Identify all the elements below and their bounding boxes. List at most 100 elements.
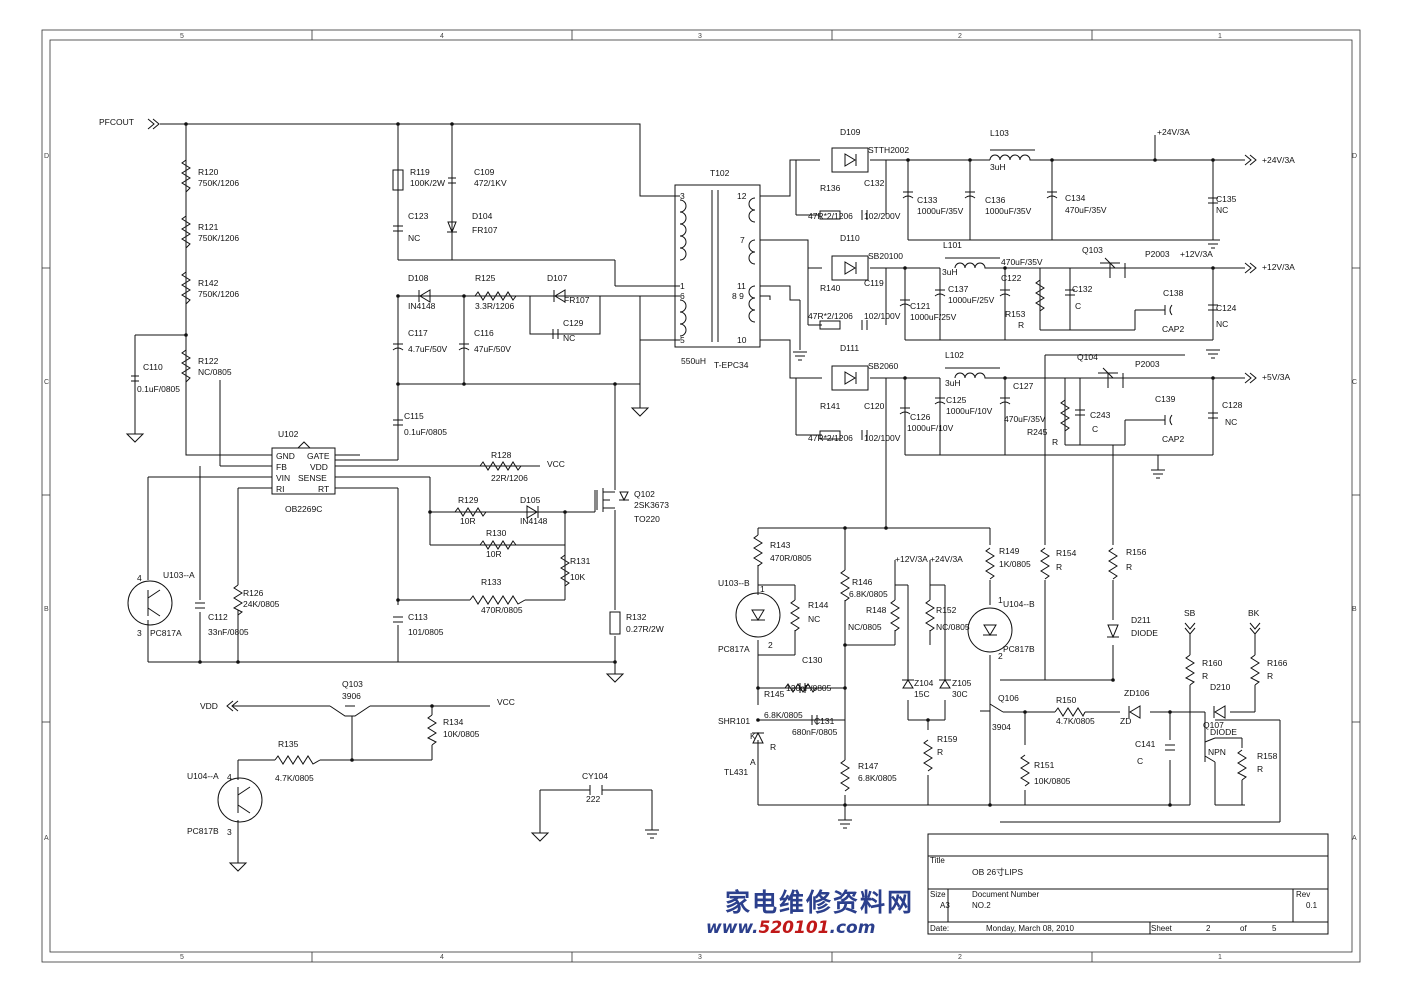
rail-label: +12V/3A — [895, 554, 928, 564]
ref-label: R130 — [486, 528, 507, 538]
ref-label: R119 — [410, 167, 430, 177]
value-label: NC — [563, 333, 575, 343]
ref-label: R142 — [198, 278, 219, 288]
ref-label: R158 — [1257, 751, 1278, 761]
value-label: STTH2002 — [868, 145, 909, 155]
value-label: 470uF/35V — [1004, 414, 1046, 424]
value-label: R — [1126, 562, 1132, 572]
ref-label: C120 — [864, 401, 885, 411]
ref-label: U103--A — [163, 570, 195, 580]
ref-label: R141 — [820, 401, 841, 411]
ref-label: Z105 — [952, 678, 972, 688]
pin-number: 3 — [680, 191, 685, 201]
value-label: 10R — [460, 516, 476, 526]
ref-label: Q102 — [634, 489, 655, 499]
pin-label: RI — [276, 484, 285, 494]
ref-label: C138 — [1163, 288, 1184, 298]
col-label: 3 — [698, 33, 702, 40]
pin-label: R — [770, 742, 776, 752]
col-label: 5 — [180, 33, 184, 40]
watermark-logo: 家电维修资料网 www.520101.com — [706, 888, 914, 938]
pin-number: 5 — [680, 335, 685, 345]
pin-number: 4 — [227, 772, 232, 782]
ref-label: SHR101 — [718, 716, 750, 726]
value-label: 550uH — [681, 356, 706, 366]
port-vcc: VCC — [547, 459, 565, 469]
ref-label: C132 — [864, 178, 885, 188]
value-label: 472/1KV — [474, 178, 507, 188]
ref-label: D105 — [520, 495, 541, 505]
junctions — [184, 122, 1215, 807]
value-label: 47R*2/1206 — [808, 311, 853, 321]
value-label: 470uF/35V — [1001, 257, 1043, 267]
sheet-label: Sheet — [1151, 924, 1173, 933]
value-label: NPN — [1208, 747, 1226, 757]
docnum-label: Document Number — [972, 890, 1039, 899]
ref-label: R150 — [1056, 695, 1077, 705]
value-label: 4.7K/0805 — [1056, 716, 1095, 726]
port-out12: +12V/3A — [1262, 262, 1295, 272]
ref-label: CY104 — [582, 771, 608, 781]
value-label: 470R/0805 — [481, 605, 523, 615]
ref-label: R122 — [198, 356, 219, 366]
ref-label: R166 — [1267, 658, 1288, 668]
ref-label: C117 — [408, 328, 428, 338]
pin-number: 2 — [998, 651, 1003, 661]
value-label: SB20100 — [868, 251, 903, 261]
date-label: Date: — [930, 924, 949, 933]
port-vdd: VDD — [200, 701, 218, 711]
ref-label: U103--B — [718, 578, 750, 588]
ref-label: R140 — [820, 283, 841, 293]
title-block: Title OB 26寸LIPS Size A3 Document Number… — [927, 833, 1329, 935]
value-label: R — [1202, 671, 1208, 681]
ref-label: R152 — [936, 605, 957, 615]
watermark-cn: 家电维修资料网 — [725, 888, 914, 917]
ref-label: R151 — [1034, 760, 1055, 770]
ref-label: R153 — [1005, 309, 1026, 319]
value-label: NC/0805 — [936, 622, 970, 632]
date-value: Monday, March 08, 2010 — [986, 924, 1074, 933]
value-label: 6.8K/0805 — [764, 710, 803, 720]
ref-label: D104 — [472, 211, 493, 221]
value-label: 3uH — [945, 378, 961, 388]
value-label: 102/200V — [864, 211, 901, 221]
pin-number: 6 — [680, 291, 685, 301]
ref-label: R121 — [198, 222, 219, 232]
ref-label: R131 — [570, 556, 591, 566]
ref-label: T102 — [710, 168, 730, 178]
ref-label: R126 — [243, 588, 264, 598]
ref-label: R245 — [1027, 427, 1048, 437]
ref-label: C116 — [474, 328, 494, 338]
row-label: B — [44, 606, 49, 613]
package-label: TO220 — [634, 514, 660, 524]
core-label: T-EPC34 — [714, 360, 749, 370]
value-label: 470R/0805 — [770, 553, 812, 563]
ref-label: R146 — [852, 577, 873, 587]
value-label: 102/100V — [864, 311, 901, 321]
ref-label: C131 — [814, 716, 835, 726]
size-label: Size — [930, 890, 946, 899]
ref-label: Z104 — [914, 678, 934, 688]
ref-label: TL431 — [724, 767, 748, 777]
ref-label: R156 — [1126, 547, 1147, 557]
ref-label: D110 — [840, 233, 860, 243]
value-label: 10K/0805 — [443, 729, 480, 739]
value-label: NC — [408, 233, 420, 243]
pin-number: 12 — [737, 191, 747, 201]
value-label: 10K/0805 — [1034, 776, 1071, 786]
ref-label: R129 — [458, 495, 479, 505]
value-label: NC — [1216, 319, 1228, 329]
ref-label: R135 — [278, 739, 299, 749]
ref-label: C121 — [910, 301, 931, 311]
ref-label: Q106 — [998, 693, 1019, 703]
ref-label: D210 — [1210, 682, 1231, 692]
value-label: R — [1267, 671, 1273, 681]
ref-label: C139 — [1155, 394, 1176, 404]
ref-label: R160 — [1202, 658, 1223, 668]
value-label: 3904 — [992, 722, 1011, 732]
value-label: 30C — [952, 689, 968, 699]
ref-label: D107 — [547, 273, 568, 283]
pin-label: VIN — [276, 473, 290, 483]
ref-label: R145 — [764, 689, 785, 699]
drawing-title: OB 26寸LIPS — [972, 867, 1023, 877]
